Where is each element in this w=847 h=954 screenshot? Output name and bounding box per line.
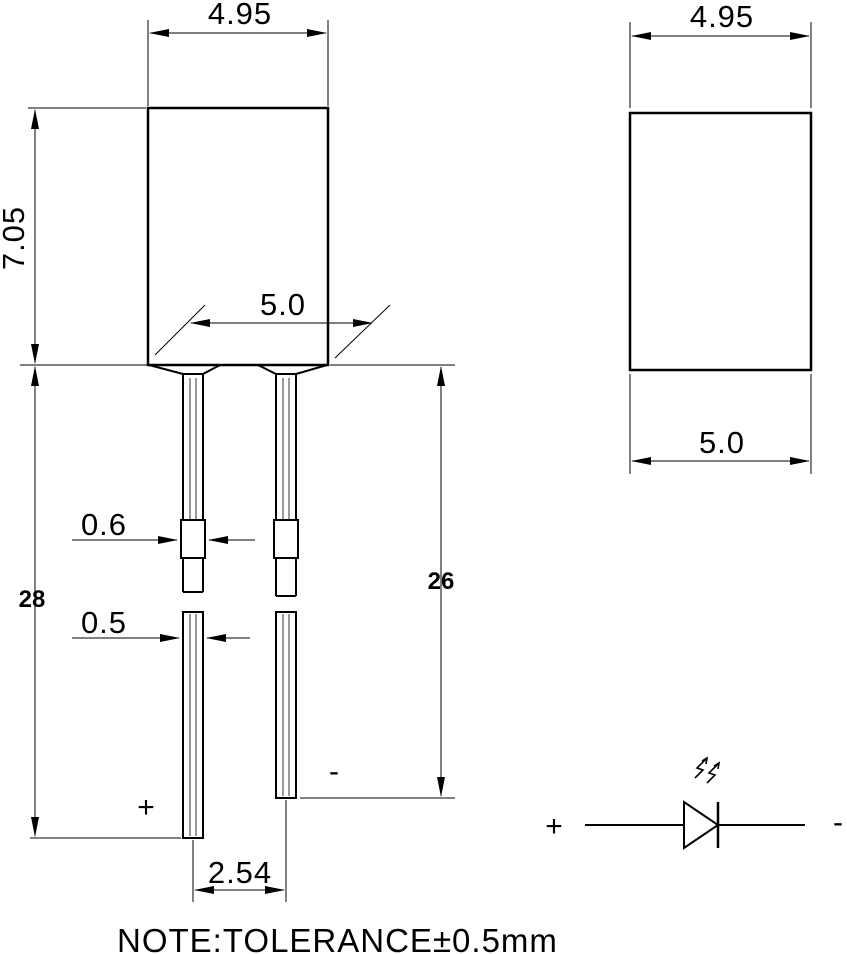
front-dimensions — [20, 20, 455, 902]
lead-right-upper — [273, 374, 299, 597]
lead-left-lower — [182, 611, 204, 839]
dim-side-width-bottom: 5.0 — [699, 425, 745, 460]
dim-lead-width: 0.5 — [81, 605, 127, 640]
led-body — [146, 106, 330, 367]
lead-minus-label: - — [329, 755, 339, 788]
dim-stopper-width: 0.6 — [81, 507, 127, 542]
dim-body-height: 7.05 — [0, 206, 31, 270]
dim-lead-length: 28 — [19, 586, 46, 613]
side-view — [628, 22, 813, 474]
symbol-minus-label: - — [833, 806, 843, 839]
dim-pitch: 2.54 — [208, 855, 272, 890]
dim-body-width-top: 4.95 — [208, 0, 272, 31]
led-schematic-symbol — [585, 756, 805, 850]
dim-base-width: 5.0 — [260, 287, 306, 322]
dim-lead-short: 26 — [428, 568, 455, 595]
lead-left-upper — [180, 374, 206, 593]
dim-side-width-top: 4.95 — [690, 0, 754, 34]
lead-right-lower — [275, 611, 297, 799]
tolerance-note: NOTE:TOLERANCE±0.5mm — [117, 922, 558, 954]
symbol-plus-label: + — [545, 810, 563, 843]
side-body — [628, 111, 813, 372]
front-view — [20, 20, 455, 902]
side-dimensions — [629, 22, 812, 474]
light-emission-arrows-icon — [694, 756, 721, 784]
diode-triangle-icon — [683, 800, 720, 850]
lead-shoulder-left — [148, 364, 221, 375]
lead-shoulder-right — [257, 364, 328, 375]
lead-plus-label: + — [137, 791, 155, 824]
